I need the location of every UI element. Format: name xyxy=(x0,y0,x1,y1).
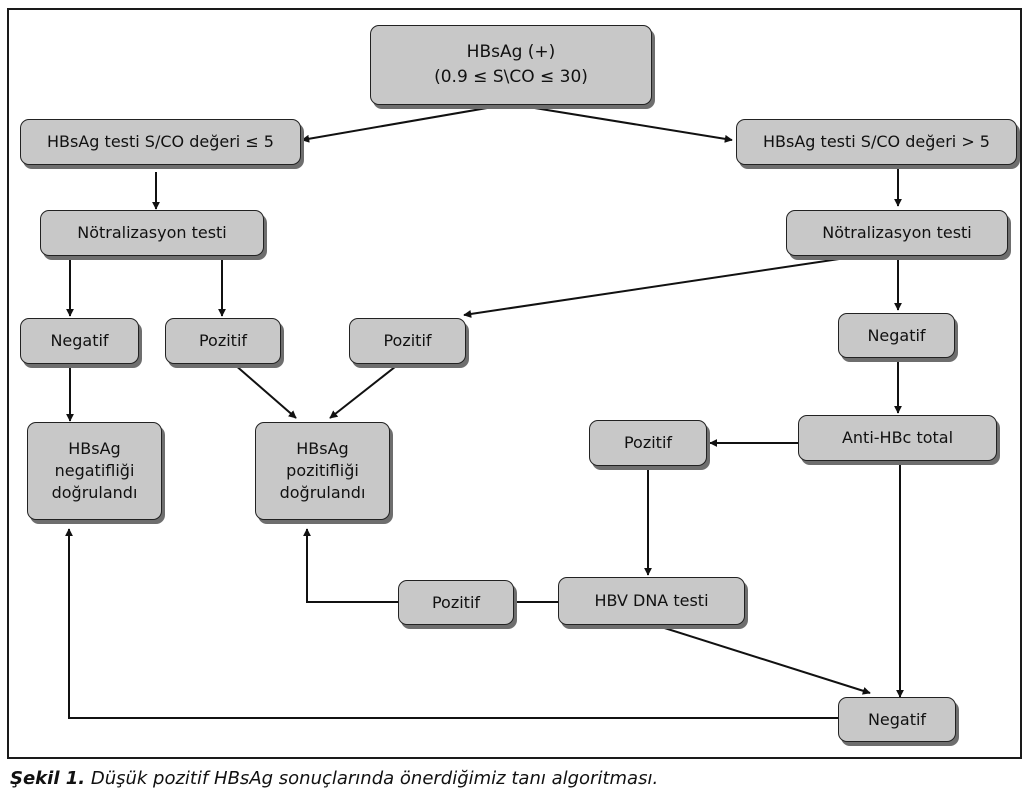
node-negative-left: Negatif xyxy=(20,318,139,364)
node-anti-hbc-positive: Pozitif xyxy=(589,420,707,466)
arrow-top-to-left-ratio xyxy=(301,103,511,143)
node-positive-left-label: Pozitif xyxy=(198,331,248,350)
node-dna-positive: Pozitif xyxy=(398,580,514,625)
node-hbsag-positive-label: HBsAg (+) (0.9 ≤ S\CO ≤ 30) xyxy=(434,42,588,87)
caption-text: Düşük pozitif HBsAg sonuçlarında önerdiğ… xyxy=(85,768,659,789)
node-ratio-low: HBsAg testi S/CO değeri ≤ 5 xyxy=(20,119,301,165)
node-negative-left-label: Negatif xyxy=(50,331,109,350)
node-dna-positive-label: Pozitif xyxy=(431,592,481,612)
node-ratio-low-label: HBsAg testi S/CO değeri ≤ 5 xyxy=(47,132,274,151)
node-anti-hbc-total: Anti-HBc total xyxy=(798,415,997,461)
arrow-top-to-right-ratio xyxy=(509,103,733,143)
node-hbsag-positive: HBsAg (+) (0.9 ≤ S\CO ≤ 30) xyxy=(370,25,652,105)
node-anti-hbc-positive-label: Pozitif xyxy=(623,433,673,452)
node-negative-right-label: Negatif xyxy=(867,325,926,345)
node-neutralization-left: Nötralizasyon testi xyxy=(40,210,264,256)
node-negativity-confirmed: HBsAg negatifliği doğrulandı xyxy=(27,422,162,520)
node-ratio-high-label: HBsAg testi S/CO değeri > 5 xyxy=(763,132,990,151)
arrow-hbv-dna-to-negative xyxy=(654,624,871,695)
arrow-mid-positive-to-confirmed xyxy=(329,362,401,419)
node-negative-bottom-label: Negatif xyxy=(867,709,927,729)
node-ratio-high: HBsAg testi S/CO değeri > 5 xyxy=(736,119,1017,165)
arrow-bottom-negative-to-confirmed xyxy=(65,528,838,719)
node-negativity-confirmed-label: HBsAg negatifliği doğrulandı xyxy=(51,439,138,502)
node-neutralization-left-label: Nötralizasyon testi xyxy=(77,223,227,242)
arrow-dna-positive-to-confirmed xyxy=(303,528,398,603)
arrow-left-positive-to-confirmed xyxy=(233,363,297,419)
node-neutralization-right: Nötralizasyon testi xyxy=(786,210,1008,256)
node-positive-mid: Pozitif xyxy=(349,318,466,364)
diagram-frame xyxy=(7,8,1022,759)
node-hbv-dna-test: HBV DNA testi xyxy=(558,577,745,625)
node-anti-hbc-total-label: Anti-HBc total xyxy=(841,428,954,447)
caption-number: Şekil 1. xyxy=(10,768,86,789)
node-positive-left: Pozitif xyxy=(165,318,281,364)
node-hbv-dna-test-label: HBV DNA testi xyxy=(594,591,709,610)
node-positive-mid-label: Pozitif xyxy=(383,331,432,350)
arrow-right-neutral-to-mid-positive xyxy=(463,254,867,318)
figure-caption: Şekil 1. Düşük pozitif HBsAg sonuçlarınd… xyxy=(10,768,658,789)
node-positivity-confirmed-label: HBsAg pozitifliği doğrulandı xyxy=(279,439,366,502)
node-positivity-confirmed: HBsAg pozitifliği doğrulandı xyxy=(255,422,390,520)
node-negative-right: Negatif xyxy=(838,313,955,358)
node-neutralization-right-label: Nötralizasyon testi xyxy=(822,223,972,242)
node-negative-bottom: Negatif xyxy=(838,697,956,742)
